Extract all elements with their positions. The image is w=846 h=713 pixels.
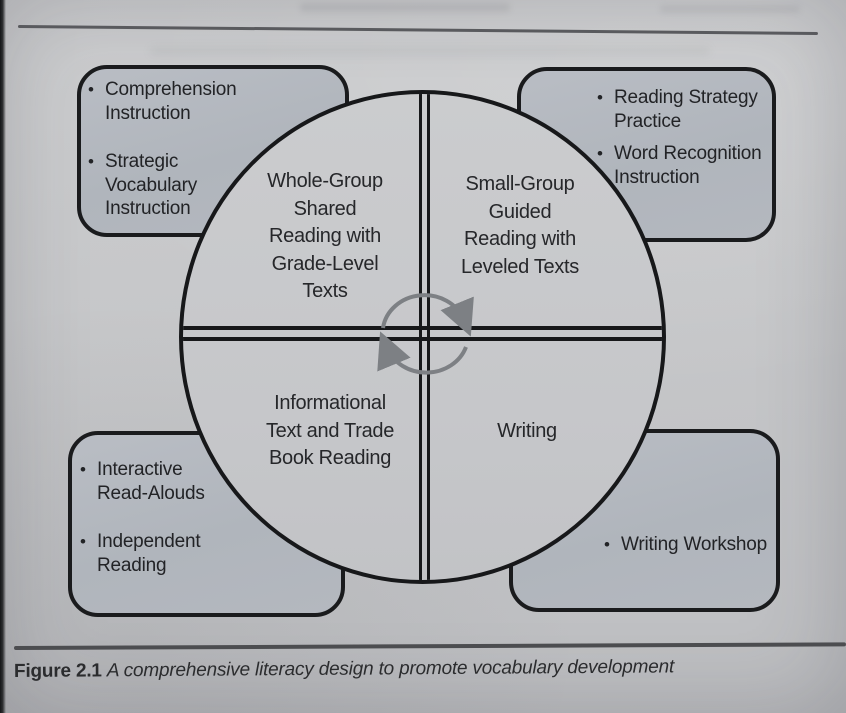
bottom-rule (13, 642, 846, 650)
list-item: • Word Recognition Instruction (597, 142, 762, 189)
cycle-arrows-icon (377, 293, 474, 375)
list-item-text: Word Recognition Instruction (614, 143, 762, 188)
list-item-text: Reading Strategy Practice (614, 87, 758, 132)
corner-box-list: • Comprehension Instruction • Strategic Voc… (88, 78, 237, 221)
list-item: • Writing Workshop (604, 533, 767, 557)
quadrant-divider-horizontal (183, 326, 662, 330)
list-item-text: Comprehension Instruction (105, 79, 237, 124)
figure-caption-label: Figure 2.1 (13, 660, 102, 682)
top-rule (17, 25, 818, 35)
bullet-icon: • (604, 535, 610, 554)
corner-box-list: • Writing Workshop (604, 533, 767, 557)
quadrant-label-bottom-left: Informational Text and Trade Book Readin… (265, 392, 395, 469)
bullet-icon: • (88, 80, 94, 99)
list-item-text: Strategic Vocabulary Instruction (105, 151, 198, 219)
corner-box-list: • Interactive Read-Alouds • Independent Rea… (80, 458, 205, 577)
list-item: • Interactive Read-Alouds (80, 458, 205, 505)
list-item: • Independent Reading (80, 530, 205, 577)
bullet-icon: • (597, 88, 603, 107)
bullet-icon: • (80, 532, 86, 551)
list-item: • Reading Strategy Practice (597, 86, 761, 133)
list-item-text: Writing Workshop (621, 534, 768, 555)
literacy-circle: Whole-Group Shared Reading with Grade-Le… (179, 90, 666, 584)
bleed-through-smudge (300, 3, 510, 12)
list-item: • Strategic Vocabulary Instruction (88, 150, 237, 221)
figure-caption: Figure 2.1 A comprehensive literacy desi… (14, 656, 674, 683)
bleed-through-smudge (150, 47, 710, 55)
bullet-icon: • (80, 460, 86, 479)
bleed-through-smudge (660, 5, 800, 13)
list-item: • Comprehension Instruction (88, 78, 237, 125)
quadrant-label-top-right: Small-Group Guided Reading with Leveled … (460, 173, 580, 278)
bullet-icon: • (597, 144, 603, 163)
page-edge-shadow (0, 0, 6, 713)
corner-box-list: • Reading Strategy Practice • Word Recognit… (597, 86, 762, 189)
bullet-icon: • (88, 152, 94, 171)
list-item-text: Interactive Read-Alouds (97, 459, 205, 504)
list-item-text: Independent Reading (97, 531, 201, 576)
quadrant-label-top-left: Whole-Group Shared Reading with Grade-Le… (267, 170, 383, 302)
quadrant-label-bottom-right: Writing (497, 420, 557, 442)
figure-caption-text: A comprehensive literacy design to promo… (106, 656, 675, 682)
quadrant-divider-horizontal (183, 337, 662, 341)
